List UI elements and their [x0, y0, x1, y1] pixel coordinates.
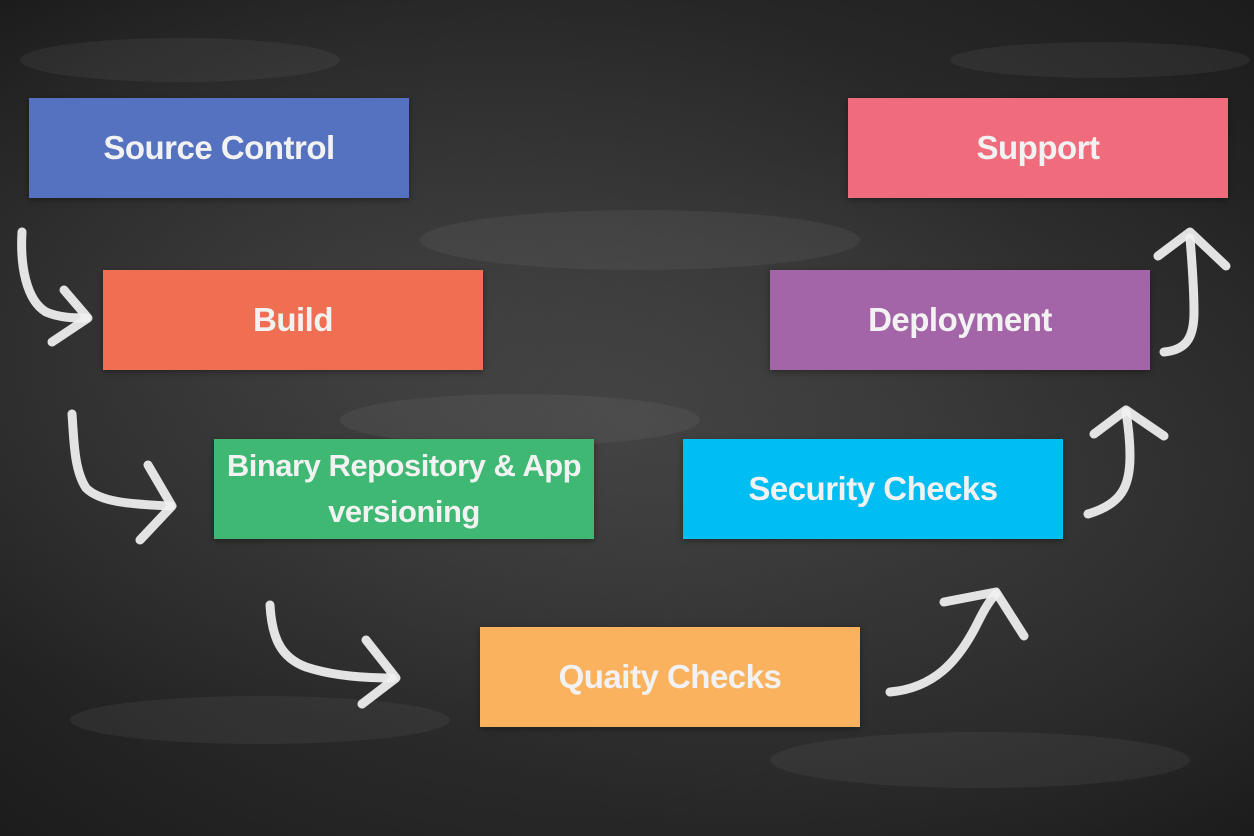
step-security-checks: Security Checks: [683, 439, 1063, 539]
step-build: Build: [103, 270, 483, 370]
step-source-control: Source Control: [29, 98, 409, 198]
step-label-binary-repository: Binary Repository & App versioning: [226, 447, 582, 530]
step-label-support: Support: [976, 129, 1100, 167]
step-label-source-control: Source Control: [103, 129, 335, 167]
step-label-deployment: Deployment: [868, 301, 1052, 339]
step-label-build: Build: [253, 301, 333, 339]
step-deployment: Deployment: [770, 270, 1150, 370]
step-binary-repository: Binary Repository & App versioning: [214, 439, 594, 539]
step-quality-checks: Quaity Checks: [480, 627, 860, 727]
step-label-security-checks: Security Checks: [748, 470, 998, 508]
step-label-quality-checks: Quaity Checks: [558, 658, 782, 696]
step-support: Support: [848, 98, 1228, 198]
